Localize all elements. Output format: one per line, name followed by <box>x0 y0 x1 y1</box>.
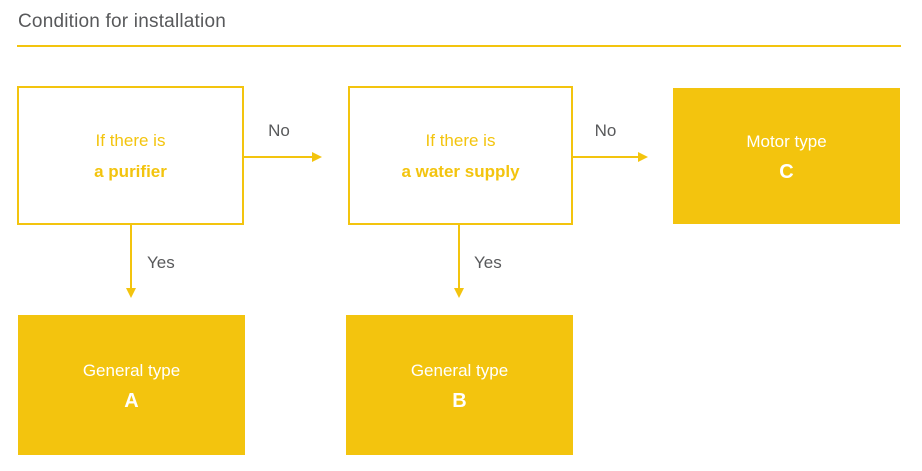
result-box-general-type-a: General type A <box>18 315 245 455</box>
arrow-no-purifier-head-icon <box>312 152 322 162</box>
result-box-general-type-b: General type B <box>346 315 573 455</box>
decision-purifier-line1: If there is <box>95 130 166 150</box>
result-b-label: General type <box>410 360 509 380</box>
page-title: Condition for installation <box>18 11 226 32</box>
arrow-yes-purifier-head-icon <box>126 288 136 298</box>
result-b-letter: B <box>452 389 467 412</box>
decision-water-supply-line2: a water supply <box>401 161 520 181</box>
result-box-motor-type-c: Motor type C <box>673 88 900 224</box>
decision-water-supply-line1: If there is <box>425 130 496 150</box>
result-a-letter: A <box>124 389 139 412</box>
title-divider <box>17 45 901 47</box>
edge-label-no-water-supply: No <box>594 121 617 140</box>
decision-box-water-supply: If there is a water supply <box>348 86 573 225</box>
arrow-no-water-supply-line <box>573 156 638 158</box>
result-a-label: General type <box>82 360 181 380</box>
result-c-letter: C <box>779 160 794 183</box>
result-c-label: Motor type <box>746 131 827 151</box>
decision-purifier-line2: a purifier <box>94 161 167 181</box>
edge-label-yes-purifier: Yes <box>147 253 175 272</box>
arrow-no-purifier-line <box>244 156 312 158</box>
arrow-no-water-supply-head-icon <box>638 152 648 162</box>
arrow-yes-purifier-line <box>130 225 132 288</box>
decision-box-purifier: If there is a purifier <box>17 86 244 225</box>
arrow-yes-water-supply-line <box>458 225 460 288</box>
edge-label-no-purifier: No <box>268 121 290 140</box>
arrow-yes-water-supply-head-icon <box>454 288 464 298</box>
edge-label-yes-water-supply: Yes <box>474 253 502 272</box>
